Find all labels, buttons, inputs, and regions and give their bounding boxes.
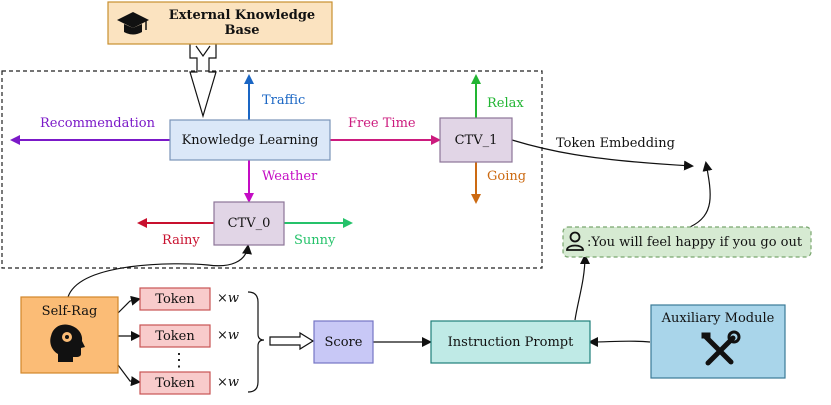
token-box-2: [139, 324, 211, 348]
traffic-label: Traffic: [262, 93, 306, 108]
score-label: Score: [324, 334, 363, 350]
weather-label: Weather: [262, 169, 318, 184]
tools-icon: [701, 330, 741, 366]
user-icon: [566, 231, 584, 251]
ctv1-label: CTV_1: [454, 132, 498, 148]
auxiliary-module-box: [650, 304, 786, 379]
token-label-2: Token: [155, 328, 195, 344]
prompt-to-message-arrow: [574, 254, 590, 321]
recommendation-label: Recommendation: [40, 116, 155, 131]
external-kb-label: External Knowledge Base: [168, 8, 316, 38]
token-label-1: Token: [155, 291, 195, 307]
token-multiplier-1: ×w: [217, 291, 240, 306]
output-message-label: :You will feel happy if you go out: [587, 234, 803, 250]
token-box-3: [139, 371, 211, 395]
aux-to-prompt-arrow: [588, 336, 651, 347]
instruction-prompt-label: Instruction Prompt: [447, 334, 574, 350]
sunny-label: Sunny: [294, 233, 336, 248]
ctv0-label: CTV_0: [227, 216, 271, 231]
knowledge-learning-label: Knowledge Learning: [181, 132, 319, 148]
ctv1-box: [439, 117, 513, 163]
selfrag-to-token1-arrow: [117, 295, 141, 314]
self-rag-label: Self-Rag: [41, 303, 98, 319]
going-label: Going: [487, 169, 527, 184]
free-time-label: Free Time: [348, 116, 416, 131]
head-profile-icon: [50, 324, 85, 362]
ctv1-to-embedding-arrow: [511, 139, 694, 171]
knowledge-learning-box: [169, 119, 331, 161]
token-box-1: [139, 287, 211, 311]
kb-to-knowledge-arrow: [189, 44, 217, 119]
instruction-prompt-box: [430, 320, 591, 364]
message-to-embedding-arrow: [689, 161, 713, 228]
graduation-cap-icon: [117, 12, 149, 35]
brace-to-score-arrow: [269, 331, 315, 351]
token-multiplier-3: ×w: [217, 375, 240, 390]
token-ellipsis: ⋮: [170, 350, 188, 371]
score-box: [313, 320, 374, 364]
token-multiplier-2: ×w: [217, 328, 240, 343]
ctv0-box: [213, 201, 285, 246]
rainy-label: Rainy: [162, 233, 200, 248]
knowledge-region: [1, 70, 543, 269]
relax-label: Relax: [487, 96, 524, 111]
auxiliary-module-label: Auxiliary Module: [661, 310, 775, 326]
output-message-box: [562, 226, 812, 258]
selfrag-to-token3-arrow: [117, 364, 141, 387]
selfrag-to-ctv0-arrow: [67, 244, 252, 298]
token-brace: [247, 291, 265, 393]
token-label-3: Token: [155, 375, 195, 391]
token-embedding-label: Token Embedding: [556, 136, 675, 151]
